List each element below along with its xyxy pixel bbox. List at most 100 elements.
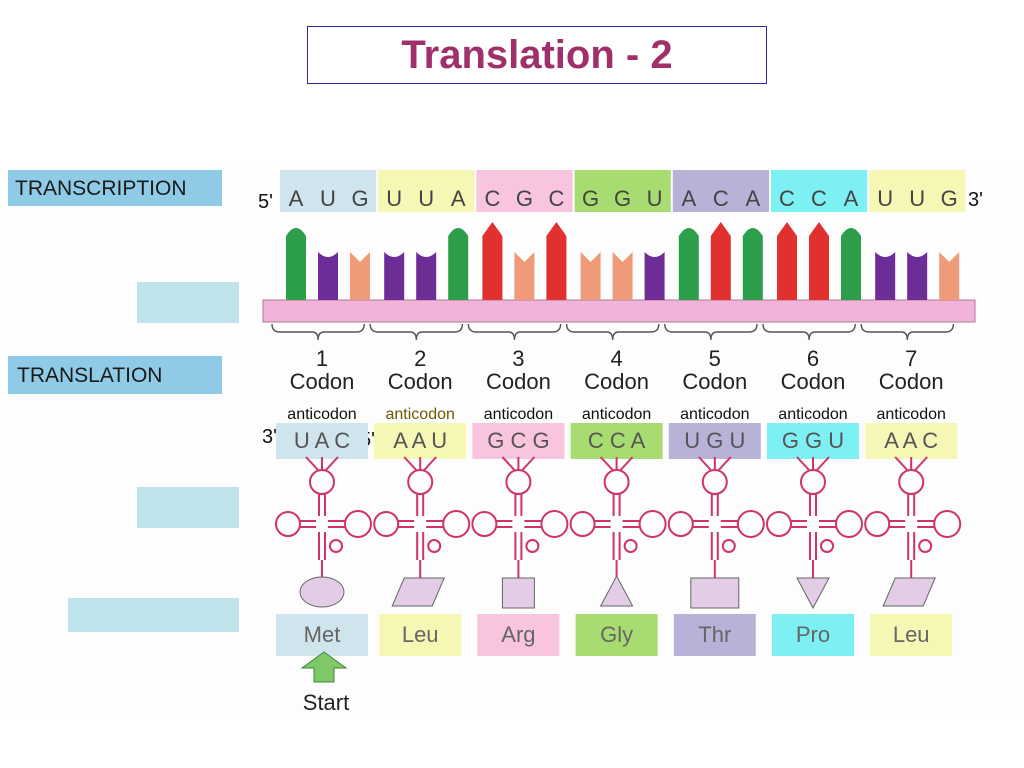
- codon-labels: 1Codon2Codon3Codon4Codon5Codon6Codon7Cod…: [290, 346, 944, 394]
- nucleotide-u: [875, 252, 896, 300]
- transcription-label-box: [8, 170, 222, 206]
- mrna-backbone: [262, 299, 976, 323]
- nucleotide-g: [939, 252, 960, 300]
- nucleotide-a: [841, 228, 861, 300]
- codon-brace: [860, 323, 955, 341]
- mrna-base-letter: G: [516, 186, 533, 211]
- codon-brace: [565, 323, 660, 341]
- mrna-base-letter: U: [877, 186, 893, 211]
- amino-acid-label: Arg: [501, 622, 535, 647]
- mrna-base-letter: U: [647, 186, 663, 211]
- codon-number: 6: [807, 346, 819, 371]
- mrna-base-letter: U: [909, 186, 925, 211]
- mrna-base-letter: C: [713, 186, 729, 211]
- codon-word: Codon: [879, 369, 944, 394]
- nucleotide-u: [644, 252, 665, 300]
- amino-acid-shape: [299, 576, 345, 608]
- anticodon-sequence: U G U: [684, 428, 745, 453]
- mrna-base-letter: A: [745, 186, 760, 211]
- amino-acid-box: [772, 614, 854, 656]
- nucleotide-c: [710, 222, 731, 300]
- anticodon-highlight: [570, 423, 663, 459]
- codon-brace: [762, 323, 856, 341]
- anticodon-highlight: [276, 423, 368, 459]
- codon-number: 4: [610, 346, 622, 371]
- amino-acid-box: [575, 614, 658, 656]
- blank-label-box-mrna[interactable]: [137, 282, 239, 323]
- mrna-base-letter: G: [614, 186, 631, 211]
- mrna-three-prime-label: 3': [968, 189, 983, 211]
- anticodon-word: anticodon: [287, 406, 356, 423]
- mrna-base-letter: U: [386, 186, 402, 211]
- start-arrow-icon: [300, 651, 348, 683]
- amino-acid-box: [379, 614, 462, 656]
- title-box: Translation - 2: [307, 26, 767, 84]
- codon-highlight: [378, 170, 475, 212]
- mrna-base-letter: U: [320, 186, 336, 211]
- anticodon-word: anticodon: [484, 406, 553, 423]
- amino-acid-label: Pro: [796, 622, 830, 647]
- start-arrow-group: Start: [300, 651, 349, 715]
- nucleotide-c: [777, 222, 797, 300]
- codon-number: 1: [316, 346, 328, 371]
- anticodon-sequence: C C A: [588, 428, 646, 453]
- amino-acid-box: [673, 614, 756, 656]
- nucleotide-g: [612, 252, 633, 300]
- codon-highlight: [672, 170, 769, 212]
- nucleotide-u: [907, 252, 928, 300]
- mrna-base-letter: A: [681, 186, 696, 211]
- anticodon-word: anticodon: [877, 406, 946, 423]
- mrna-base-letter: U: [418, 186, 434, 211]
- trna-three-prime-label: 3': [262, 426, 277, 448]
- codon-brace: [271, 323, 365, 341]
- transcription-label: TRANSCRIPTION: [15, 177, 187, 200]
- start-label: Start: [303, 690, 349, 715]
- nucleotide-g: [350, 252, 370, 300]
- codon-word: Codon: [388, 369, 453, 394]
- amino-acid-shape: [501, 577, 535, 609]
- trna-cloverleaf: [471, 456, 569, 578]
- mrna-base-letter: A: [289, 186, 304, 211]
- mrna-base-letter: C: [484, 186, 500, 211]
- blank-label-box-trna[interactable]: [137, 487, 239, 528]
- anticodon-word: anticodon: [386, 406, 455, 423]
- anticodon-highlight: [374, 423, 467, 459]
- nucleotide-c: [546, 222, 567, 300]
- mrna-base-letter: G: [941, 186, 958, 211]
- trna-cloverleaf: [569, 456, 667, 578]
- mrna-base-letter: G: [582, 186, 599, 211]
- nucleotide-c: [482, 222, 503, 300]
- mrna-base-letter: C: [811, 186, 827, 211]
- mrna-base-letter: C: [779, 186, 795, 211]
- anticodon-word: anticodon: [778, 406, 847, 423]
- codon-number: 3: [512, 346, 524, 371]
- mrna-five-prime-label: 5': [258, 191, 273, 213]
- anticodon-sequence: U A C: [294, 428, 350, 453]
- nucleotide-g: [580, 252, 601, 300]
- codon-brace: [467, 323, 562, 341]
- nucleotide-c: [809, 222, 829, 300]
- nucleotide-a: [286, 228, 306, 300]
- codon-highlight: [280, 170, 377, 212]
- mrna-base-letter: A: [451, 186, 466, 211]
- transcription-label-group: TRANSCRIPTION: [8, 170, 222, 206]
- anticodon-sequence: G C G: [487, 428, 549, 453]
- anticodon-word: anticodon: [680, 406, 749, 423]
- trna-cloverleaf: [864, 456, 962, 578]
- blank-label-box-amino-acid[interactable]: [68, 598, 239, 632]
- anticodon-highlight: [472, 423, 565, 459]
- anticodon-highlight: [767, 423, 859, 459]
- translation-label: TRANSLATION: [17, 364, 162, 387]
- anticodon-word: anticodon: [582, 406, 651, 423]
- nucleotide-u: [384, 252, 405, 300]
- codon-word: Codon: [290, 369, 355, 394]
- codon-highlight: [869, 170, 966, 212]
- codon-highlight: [476, 170, 573, 212]
- codon-highlight: [771, 170, 868, 212]
- amino-acid-shape: [796, 577, 830, 610]
- trna-cloverleaf: [275, 456, 372, 578]
- anticodon-highlight: [865, 423, 958, 459]
- translation-label-box: [8, 356, 222, 394]
- anticodon-sequence: A A C: [884, 428, 938, 453]
